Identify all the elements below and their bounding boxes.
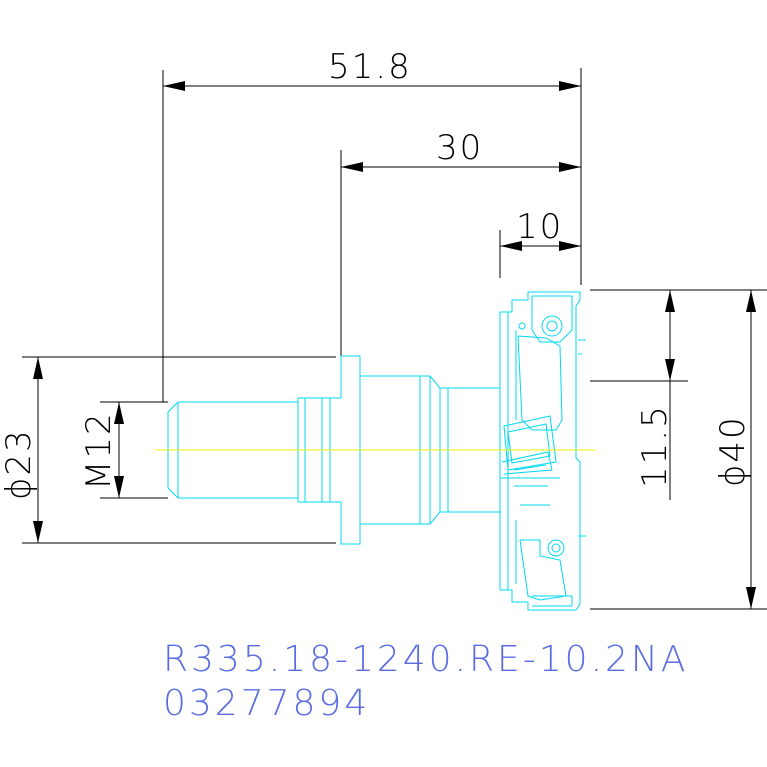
dimension-insert-offset: 10 xyxy=(499,207,581,278)
dimension-overall-length: 51.8 xyxy=(162,47,582,402)
item-code-label: 03277894 xyxy=(163,683,370,724)
dimension-head-length: 30 xyxy=(340,128,581,356)
dimension-cutting-height: 11.5 xyxy=(590,289,767,500)
dimension-shank-diameter: ϕ23 xyxy=(0,356,336,544)
dimension-cutter-diameter: ϕ40 xyxy=(590,290,767,610)
dim-label-overall-length: 51.8 xyxy=(328,47,412,87)
dim-label-cutting-height: 11.5 xyxy=(635,404,675,488)
tool-body-outline xyxy=(167,291,586,611)
dim-label-insert-offset: 10 xyxy=(516,207,563,247)
part-number-label: R335.18-1240.RE-10.2NA xyxy=(163,639,689,680)
dim-label-head-length: 30 xyxy=(436,128,483,168)
dimension-thread: M12 xyxy=(79,401,168,499)
dim-label-thread: M12 xyxy=(79,411,119,490)
dim-label-shank-diameter: ϕ23 xyxy=(0,428,39,500)
dim-label-cutter-diameter: ϕ40 xyxy=(713,415,753,487)
